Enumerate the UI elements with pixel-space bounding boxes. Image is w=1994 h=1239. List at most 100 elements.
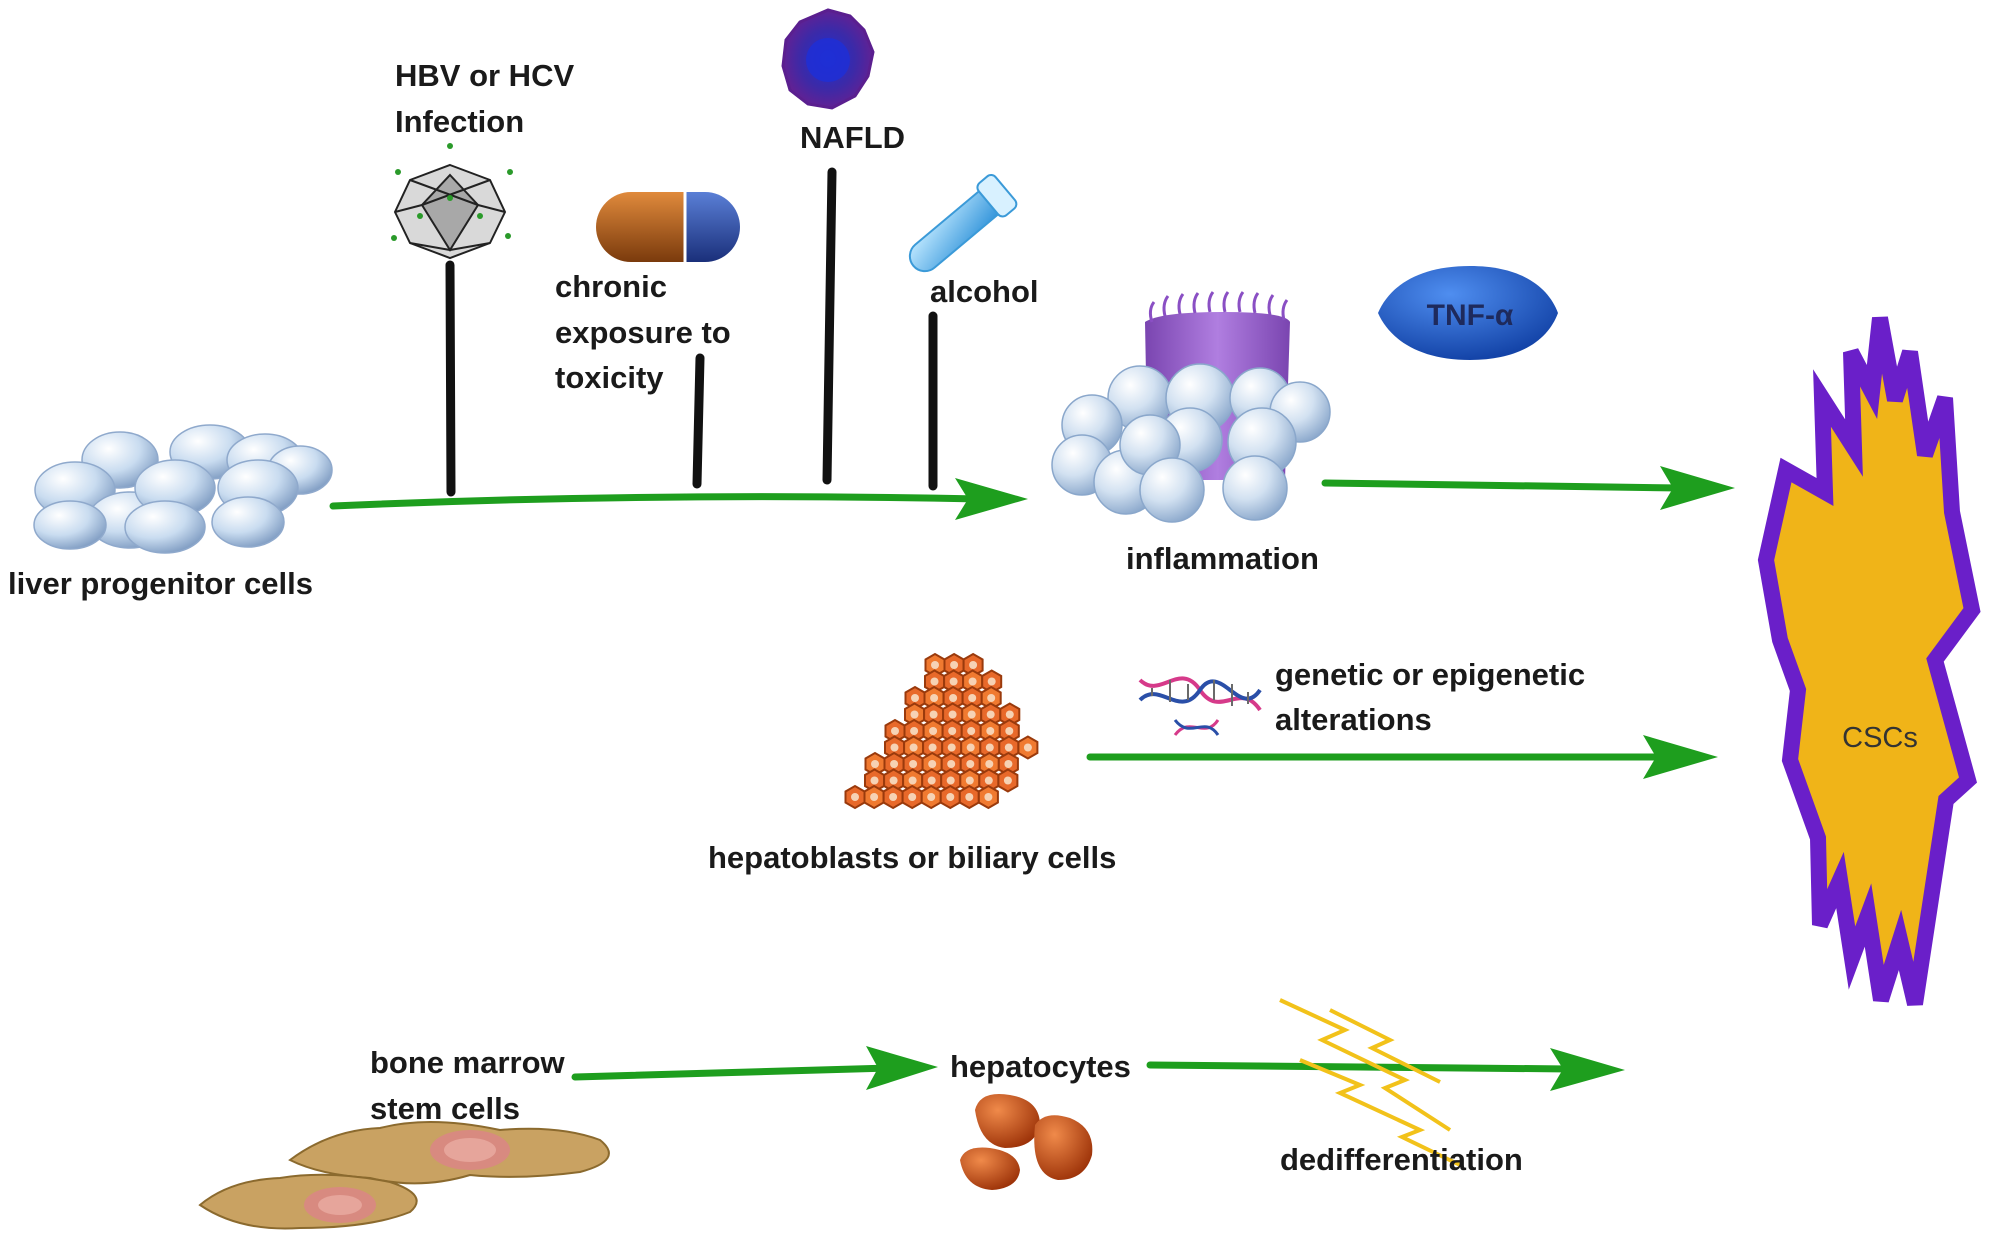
inflammation-label: inflammation [1126, 541, 1319, 576]
liver-progenitor-cells [33, 424, 333, 554]
hepatoblast-nucleus [1004, 743, 1013, 752]
hepatoblast-nucleus [891, 727, 899, 735]
hepatoblast-nucleus [987, 694, 996, 702]
labels: HBV or HCV Infection chronic exposure to… [8, 58, 1585, 1177]
hepatoblast-nucleus [908, 776, 917, 785]
hepatoblast-nucleus [908, 793, 917, 801]
hepatoblast-nucleus [909, 760, 918, 768]
hepatoblast-nucleus [986, 727, 995, 735]
toxicity-line [692, 353, 705, 489]
virus-icon [391, 143, 513, 260]
arrow-inflammation-to-cscs [1321, 466, 1735, 510]
hepatoblast-nucleus [986, 710, 995, 719]
arrow-hepatoblasts-to-cscs [1086, 735, 1718, 779]
hepatoblast-nucleus [930, 677, 939, 686]
hepatoblast-nucleus [967, 727, 976, 735]
hepatoblast-nucleus [949, 677, 958, 686]
hepatoblast-nucleus [984, 776, 993, 785]
hepatoblast-nucleus [851, 793, 859, 801]
csc-star: CSCs [1757, 316, 1981, 1006]
genetic-label-line1: genetic or epigenetic [1275, 657, 1585, 692]
nafld-line [822, 167, 837, 485]
hepatoblast-nucleus [909, 743, 918, 752]
chronic-label-line2: exposure to [555, 315, 731, 350]
hepatoblast-nucleus [929, 727, 938, 735]
hepatoblast-nucleus [947, 760, 956, 768]
hepatoblast-nucleus [969, 661, 978, 669]
hepatoblast-nucleus [987, 677, 996, 686]
hepatocytes-icon [960, 1094, 1093, 1190]
hepatoblast-nucleus [949, 694, 958, 702]
capsule-icon [596, 192, 740, 262]
hepatoblast-nucleus [968, 694, 977, 702]
hepatoblast-nucleus [947, 743, 956, 752]
hepatoblast-nucleus [967, 710, 976, 719]
alcohol-label: alcohol [930, 274, 1039, 309]
dedifferentiation-label: dedifferentiation [1280, 1142, 1523, 1177]
hepatoblast-nucleus [927, 793, 936, 801]
hepatoblast-nucleus [928, 760, 937, 768]
hepatoblast-nucleus [911, 694, 919, 702]
hepatoblast-nucleus [930, 694, 939, 702]
hepatoblast-nucleus [927, 776, 936, 785]
hepatoblast-nucleus [889, 793, 898, 801]
hepatoblast-nucleus [889, 776, 898, 785]
bone-marrow-stem-cells [198, 1121, 610, 1230]
arrows [329, 466, 1735, 1091]
tnf-label: TNF-α [1427, 299, 1514, 332]
hepatoblast-nucleus [984, 793, 993, 801]
risk-factor-lines [445, 167, 938, 497]
arrow-bone-marrow-to-hepatocytes [571, 1046, 938, 1090]
hepatoblast-nucleus [1003, 776, 1012, 785]
arrow-progenitor-to-inflammation [329, 478, 1028, 520]
hepatoblast-nucleus [928, 743, 937, 752]
hepatoblast-nucleus [1023, 743, 1032, 752]
lightning-icon [1279, 998, 1461, 1167]
chronic-label-line3: toxicity [555, 360, 664, 395]
dna-icon [1138, 676, 1262, 736]
csc-label: CSCs [1842, 722, 1918, 754]
hepatoblast-nucleus [965, 793, 974, 801]
hepatoblast-nucleus [1005, 710, 1014, 719]
bone-marrow-label-line1: bone marrow [370, 1045, 566, 1080]
hepatoblast-nucleus [948, 727, 957, 735]
hbv-label-line1: HBV or HCV [395, 58, 574, 93]
arrow-hepatocytes-to-cscs [1146, 1048, 1625, 1091]
hepatoblast-nucleus [870, 793, 879, 801]
hepatoblast-nucleus [950, 661, 959, 669]
hepatoblast-nucleus [1005, 727, 1014, 735]
hepatoblast-nucleus [948, 710, 957, 719]
hepatoblast-nucleus [910, 727, 919, 735]
genetic-label-line2: alterations [1275, 702, 1432, 737]
hepatoblast-nucleus [968, 677, 977, 686]
test-tube-icon [908, 174, 1018, 273]
bone-marrow-label-line2: stem cells [370, 1091, 520, 1126]
hbv-line [445, 260, 456, 497]
hepatocytes-label: hepatocytes [950, 1049, 1131, 1084]
hepatoblast-nucleus [910, 710, 919, 719]
hepatoblast-nucleus [870, 776, 879, 785]
hepatoblast-nucleus [871, 760, 879, 768]
hepatoblast-nucleus [985, 743, 994, 752]
hepatoblast-nucleus [946, 793, 955, 801]
hbv-label-line2: Infection [395, 104, 524, 139]
liver-progenitor-label: liver progenitor cells [8, 566, 313, 601]
tnf-alpha-icon: TNF-α [1378, 266, 1558, 360]
hepatoblasts-biliary-cells [844, 652, 1039, 810]
hepatoblast-nucleus [966, 743, 975, 752]
csc-star-shape [1757, 316, 1981, 1006]
chronic-label-line1: chronic [555, 269, 667, 304]
hepatoblasts-label: hepatoblasts or biliary cells [708, 840, 1116, 875]
hepatoblast-nucleus [890, 743, 899, 752]
hepatoblast-nucleus [929, 710, 938, 719]
hepatoblast-nucleus [985, 760, 994, 768]
hepatoblast-nucleus [965, 776, 974, 785]
nafld-label: NAFLD [800, 120, 905, 155]
hepatoblast-nucleus [931, 661, 939, 669]
hepatoblast-nucleus [890, 760, 899, 768]
hepatoblast-nucleus [966, 760, 975, 768]
nafld-cell-icon [781, 8, 875, 110]
hepatoblast-nucleus [1004, 760, 1013, 768]
hepatoblast-nucleus [946, 776, 955, 785]
